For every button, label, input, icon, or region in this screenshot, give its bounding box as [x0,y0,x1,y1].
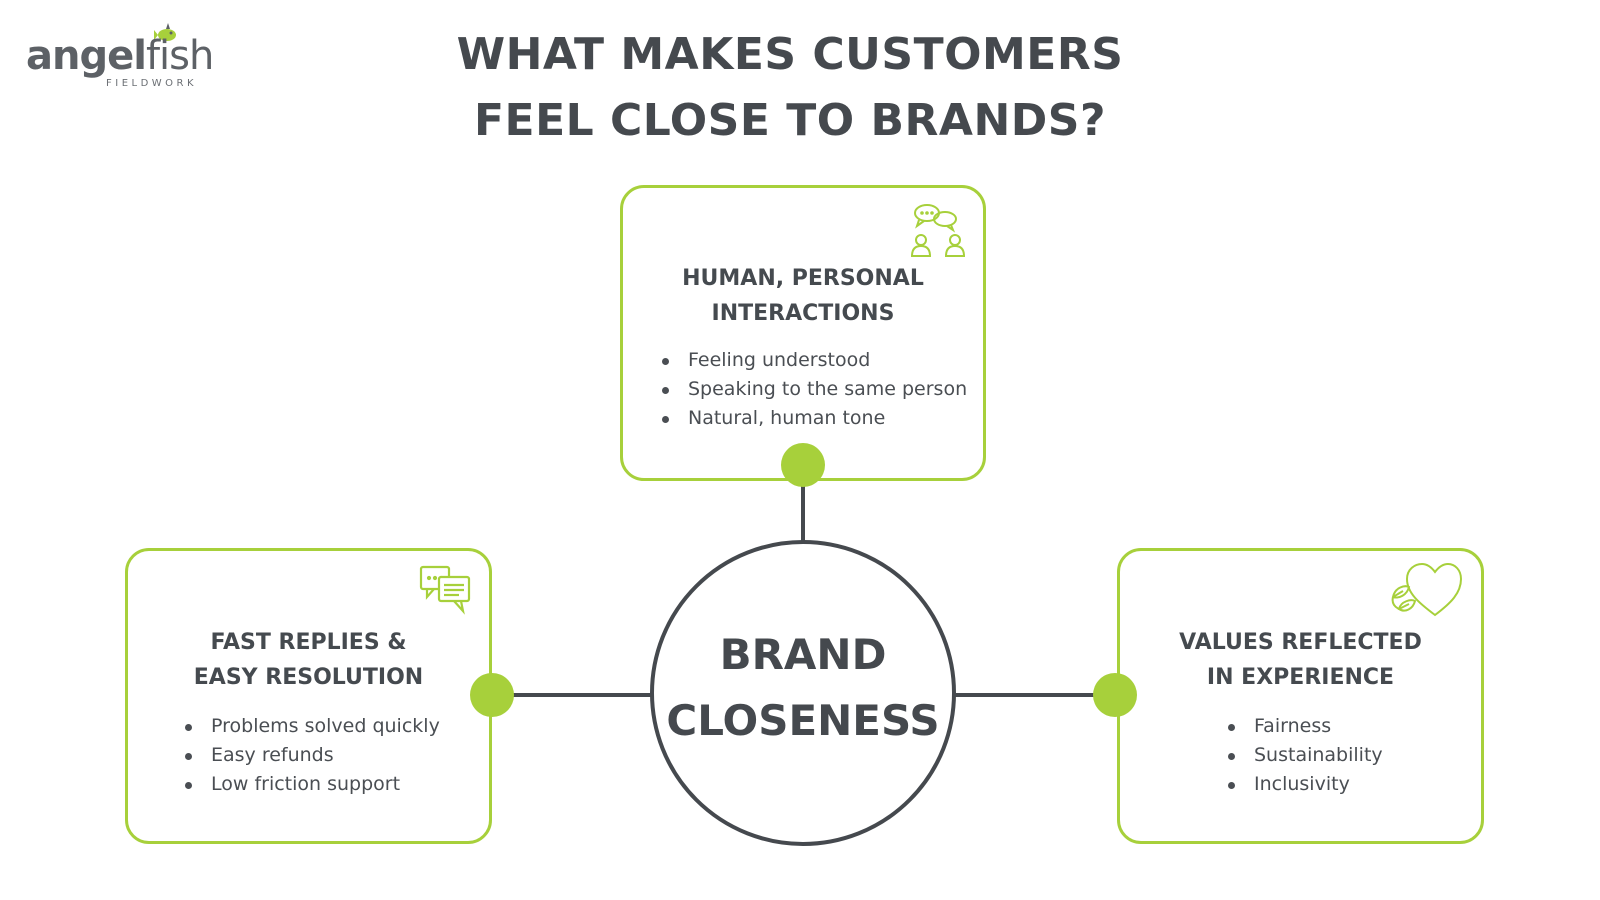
list-item: Inclusivity [1226,770,1383,799]
card-heading: FAST REPLIES & EASY RESOLUTION [193,630,424,690]
card-heading: HUMAN, PERSONAL INTERACTIONS [682,266,924,326]
center-label: BRAND CLOSENESS [666,630,940,745]
title-line-1: WHAT MAKES CUSTOMERS [456,29,1124,80]
card-bullet-list: Problems solved quickly Easy refunds Low… [183,712,440,799]
list-item: Low friction support [183,770,440,799]
card-bullet-list: Feeling understood Speaking to the same … [660,346,967,433]
heart-leaf-icon [1391,562,1463,617]
connector-dot-top [781,443,825,487]
list-item: Feeling understood [660,346,967,375]
list-item: Fairness [1226,712,1383,741]
logo-subtitle: FIELDWORK [106,78,198,89]
list-item: Problems solved quickly [183,712,440,741]
angelfish-logo: angelfish FIELDWORK [26,22,226,92]
chat-bubbles-icon [419,565,471,615]
people-chat-icon [910,204,965,257]
connector-dot-left [470,673,514,717]
card-fast-replies: FAST REPLIES & EASY RESOLUTION Problems … [125,548,492,844]
brand-closeness-circle: BRAND CLOSENESS [650,540,956,846]
card-human-interactions: HUMAN, PERSONAL INTERACTIONS Feeling und… [620,185,986,481]
card-values-reflected: VALUES REFLECTED IN EXPERIENCE Fairness … [1117,548,1484,844]
connector-dot-right [1093,673,1137,717]
fish-mark-icon [154,23,176,41]
title-line-2: FEEL CLOSE TO BRANDS? [473,95,1107,146]
list-item: Easy refunds [183,741,440,770]
card-bullet-list: Fairness Sustainability Inclusivity [1226,712,1383,799]
list-item: Speaking to the same person [660,375,967,404]
card-heading: VALUES REFLECTED IN EXPERIENCE [1179,630,1422,690]
logo-wordmark: angelfish [26,33,214,79]
page-title: WHAT MAKES CUSTOMERS FEEL CLOSE TO BRAND… [380,22,1200,154]
list-item: Natural, human tone [660,404,967,433]
list-item: Sustainability [1226,741,1383,770]
